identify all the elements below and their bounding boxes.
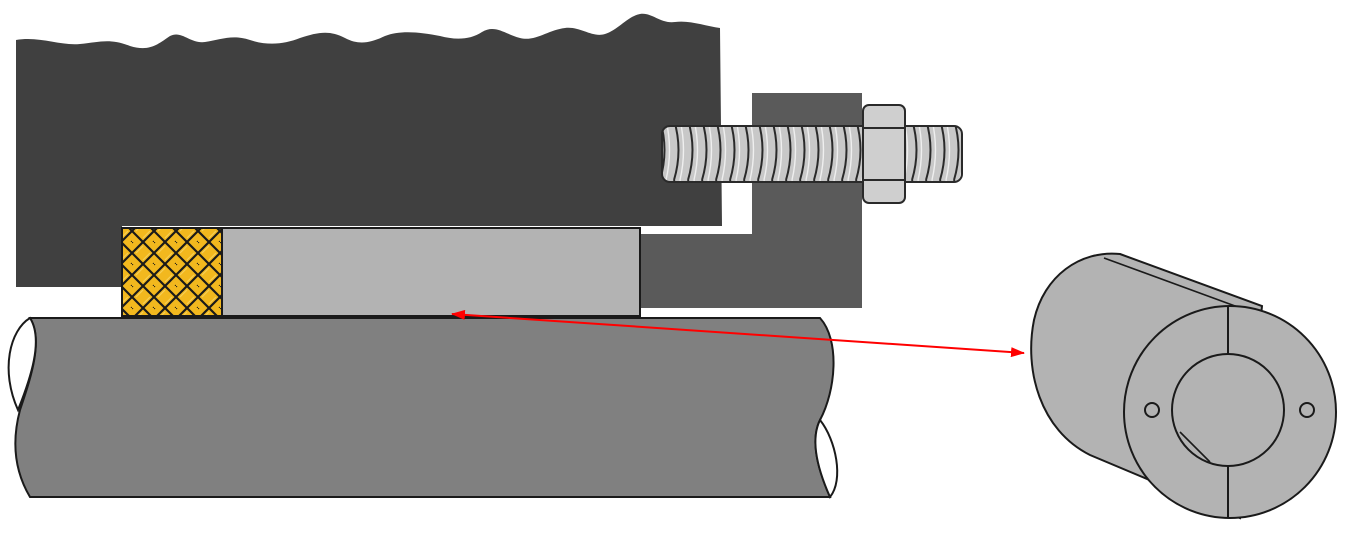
bushing-bore bbox=[1171, 353, 1285, 467]
split-bushing bbox=[221, 227, 641, 317]
bushing-hole-left bbox=[1144, 402, 1160, 418]
bushing-hole-right bbox=[1299, 402, 1315, 418]
threaded-stud bbox=[661, 125, 963, 183]
shaft-left-break bbox=[7, 316, 37, 413]
split-bushing-3d bbox=[1030, 252, 1337, 520]
housing bbox=[16, 13, 722, 287]
shaft-right-break bbox=[814, 418, 839, 499]
packing-ring bbox=[121, 227, 223, 317]
leader-arrow bbox=[451, 309, 1025, 358]
shaft bbox=[7, 316, 839, 499]
bushing-split-top bbox=[1103, 257, 1247, 311]
hex-nut bbox=[862, 104, 906, 204]
bushing-bore-inner-edge bbox=[1179, 431, 1211, 463]
